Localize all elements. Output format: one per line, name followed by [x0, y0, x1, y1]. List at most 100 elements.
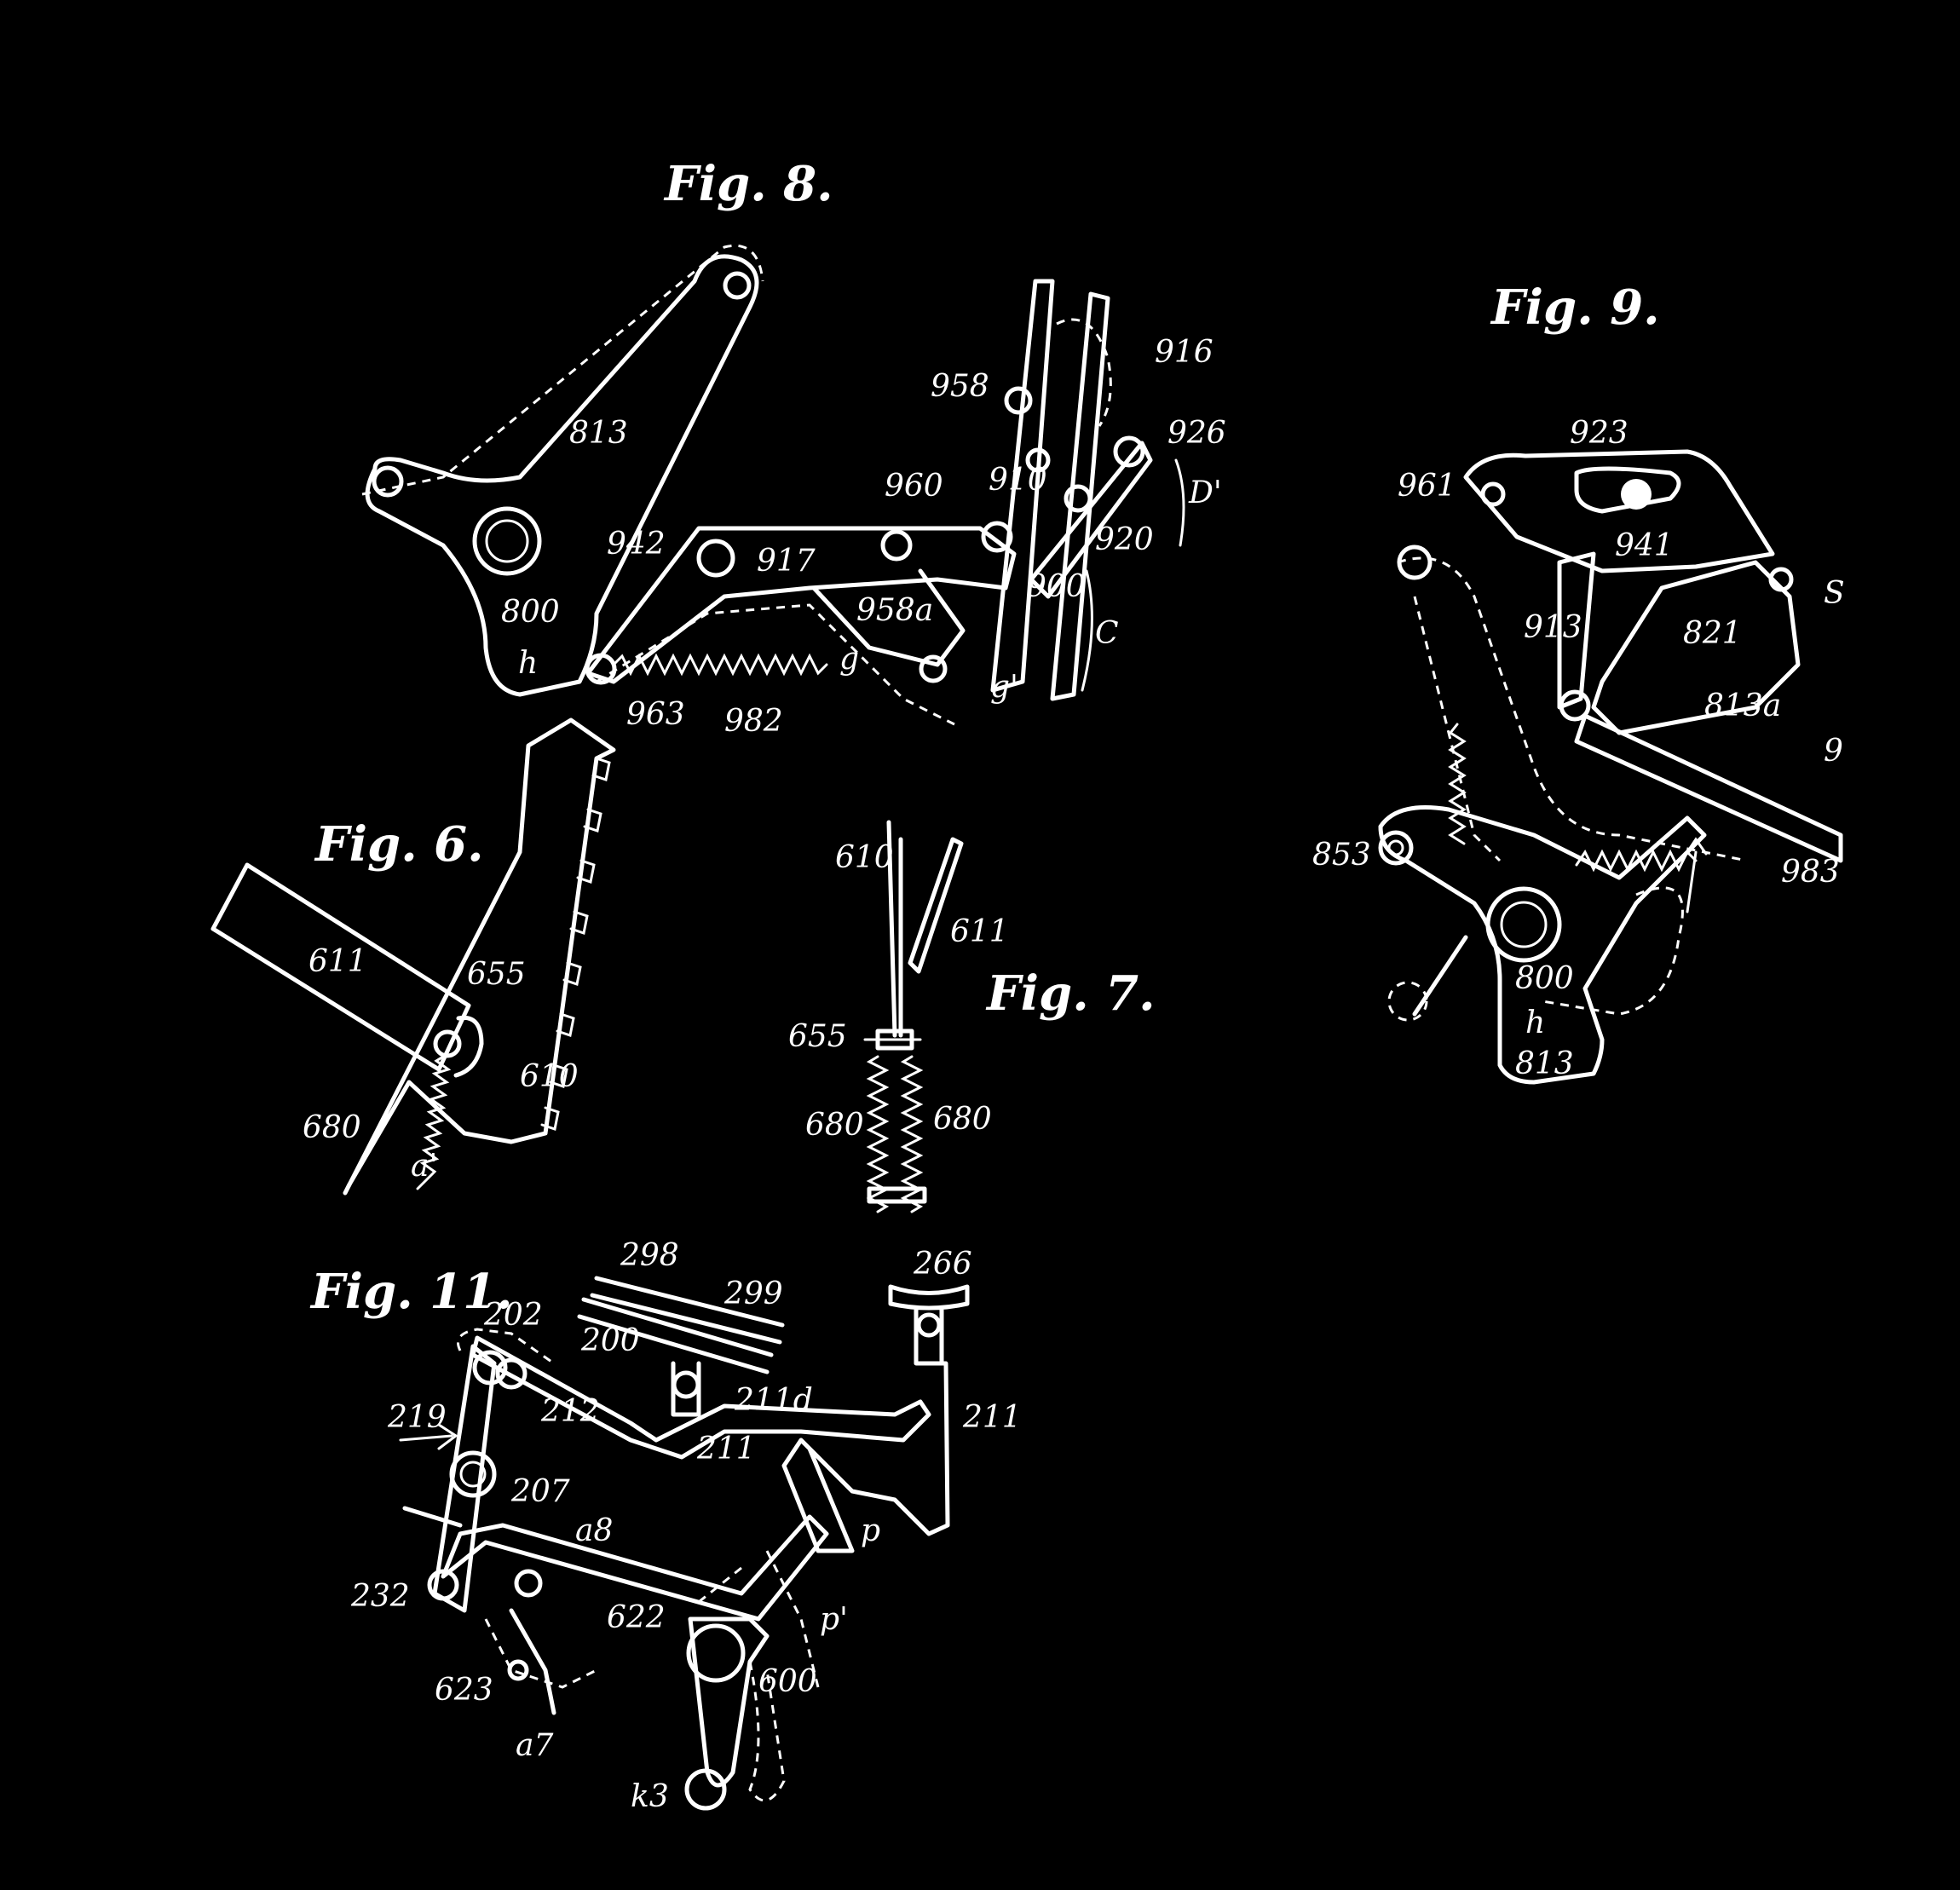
fig8-pivot-top	[723, 271, 752, 300]
figure-7: Fig. 7. 610 611 655 680 680	[788, 820, 1156, 1213]
fig8-label-942: 942	[607, 527, 666, 562]
fig11-title: Fig. 11.	[309, 1264, 513, 1320]
fig6-rack-teeth	[540, 757, 611, 1131]
figure-9: Fig. 9. 923 961 941 913 821 813a 853 800…	[1312, 279, 1845, 1085]
fig9-pivot-853	[1378, 830, 1414, 866]
fig11-label-623: 623	[435, 1673, 493, 1708]
fig8-lever-813	[365, 254, 759, 697]
fig9-lever-813	[1378, 805, 1707, 1085]
fig6-label-a-prime: a'	[411, 1149, 437, 1184]
fig8-brace-C	[1081, 569, 1093, 692]
fig8-link-920	[1029, 441, 1153, 599]
fig8-pivot-926	[1113, 435, 1145, 468]
fig8-slot-g	[811, 568, 966, 667]
fig11-arrow-219	[399, 1423, 458, 1450]
fig9-label-813a: 813a	[1704, 689, 1781, 723]
fig9-label-941: 941	[1615, 528, 1674, 563]
fig9-shaft-941	[1621, 479, 1652, 510]
fig11-label-a8: a8	[575, 1513, 613, 1548]
fig11-frame-219	[432, 1344, 497, 1613]
fig11-bar-299	[577, 1297, 774, 1374]
fig9-label-983: 983	[1781, 855, 1840, 890]
fig9-label-821: 821	[1683, 616, 1742, 651]
fig8-lever-813-dashed	[361, 244, 764, 496]
fig11-bar-298	[590, 1276, 785, 1345]
fig8-label-958: 958	[931, 369, 989, 404]
fig11-label-299: 299	[723, 1276, 783, 1311]
fig11-label-266: 266	[913, 1247, 972, 1282]
fig9-slot-941	[1574, 466, 1681, 514]
fig11-label-600: 600	[758, 1664, 817, 1699]
fig8-label-900: 900	[1027, 569, 1086, 604]
fig8-spring-982	[612, 653, 828, 677]
fig8-label-926: 926	[1167, 416, 1226, 451]
fig9-bar-983	[1574, 713, 1843, 863]
fig8-label-960: 960	[885, 469, 943, 504]
fig9-label-853: 853	[1312, 838, 1371, 873]
fig9-title: Fig. 9.	[1490, 279, 1660, 336]
fig6-plate-611	[210, 862, 471, 1072]
fig8-label-813: 813	[569, 416, 628, 451]
fig7-label-680-right: 680	[933, 1102, 992, 1137]
fig6-label-611: 611	[308, 944, 367, 979]
fig11-pivot-232	[427, 1569, 459, 1601]
fig7-rack-610	[886, 820, 897, 1038]
fig6-rack-610	[343, 717, 616, 1196]
fig7-label-680-left: 680	[805, 1108, 864, 1143]
figure-6: Fig. 6. 611 655 610 680 a'	[210, 717, 616, 1196]
fig8-label-917: 917	[757, 544, 816, 579]
fig8-label-g-prime: g'	[990, 670, 1018, 705]
figure-11: Fig. 11. 298 299 266 202 200 211d 2	[309, 1238, 1022, 1814]
fig11-label-219: 219	[387, 1400, 447, 1435]
fig6-spring-680	[416, 1055, 452, 1190]
fig11-label-211-b: 211	[962, 1400, 1022, 1435]
fig8-label-920: 920	[1095, 522, 1154, 557]
fig6-label-655: 655	[467, 957, 526, 992]
fig11-label-207: 207	[510, 1474, 570, 1509]
fig11-label-232: 232	[350, 1579, 410, 1614]
fig7-label-655: 655	[788, 1019, 847, 1054]
fig8-brace-D	[1174, 458, 1185, 547]
fig7-plate-611	[908, 837, 964, 974]
fig9-arrow	[1686, 837, 1708, 913]
fig11-label-622: 622	[607, 1600, 666, 1635]
fig9-label-h: h	[1525, 1006, 1545, 1040]
fig8-label-g: g	[839, 642, 859, 677]
fig8-label-910: 910	[989, 463, 1047, 498]
fig11-label-k3: k3	[631, 1779, 669, 1814]
fig8-label-958a: 958a	[856, 593, 933, 628]
fig8-pin-963	[585, 653, 617, 685]
fig11-label-202: 202	[483, 1298, 543, 1333]
fig8-label-D: D'	[1188, 475, 1222, 510]
fig6-label-680: 680	[303, 1110, 361, 1145]
fig11-label-200: 200	[580, 1323, 640, 1358]
fig8-label-800: 800	[501, 595, 560, 630]
fig11-pin-202	[472, 1350, 508, 1386]
fig8-shaft-800	[472, 506, 542, 576]
fig6-title: Fig. 6.	[314, 816, 484, 873]
fig11-label-298: 298	[620, 1238, 679, 1273]
fig8-pin-960	[880, 529, 913, 562]
fig8-arm-910	[990, 279, 1110, 701]
fig9-label-9: 9	[1824, 734, 1843, 769]
fig11-shaft-207	[449, 1450, 497, 1498]
fig6-pin-655	[433, 1029, 462, 1058]
fig8-label-C: C	[1095, 616, 1119, 651]
fig8-title: Fig. 8.	[663, 156, 833, 212]
fig8-link-917	[585, 526, 1017, 684]
fig8-label-h: h	[518, 646, 538, 681]
fig11-label-211-a: 211	[696, 1432, 756, 1466]
fig9-spring	[1575, 849, 1698, 873]
fig11-roller-k3	[684, 1768, 727, 1811]
fig9-cam-923	[1463, 449, 1775, 573]
fig11-label-p-prime: p'	[820, 1602, 848, 1637]
fig9-label-800: 800	[1515, 961, 1574, 996]
fig9-label-913: 913	[1524, 610, 1582, 645]
fig9-shaft-800	[1485, 886, 1562, 963]
fig8-pivot-left	[372, 465, 404, 498]
fig11-label-p: p	[861, 1513, 880, 1548]
fig11-label-212: 212	[540, 1394, 600, 1429]
fig8-label-916: 916	[1155, 335, 1213, 370]
fig8-label-963: 963	[626, 697, 685, 732]
